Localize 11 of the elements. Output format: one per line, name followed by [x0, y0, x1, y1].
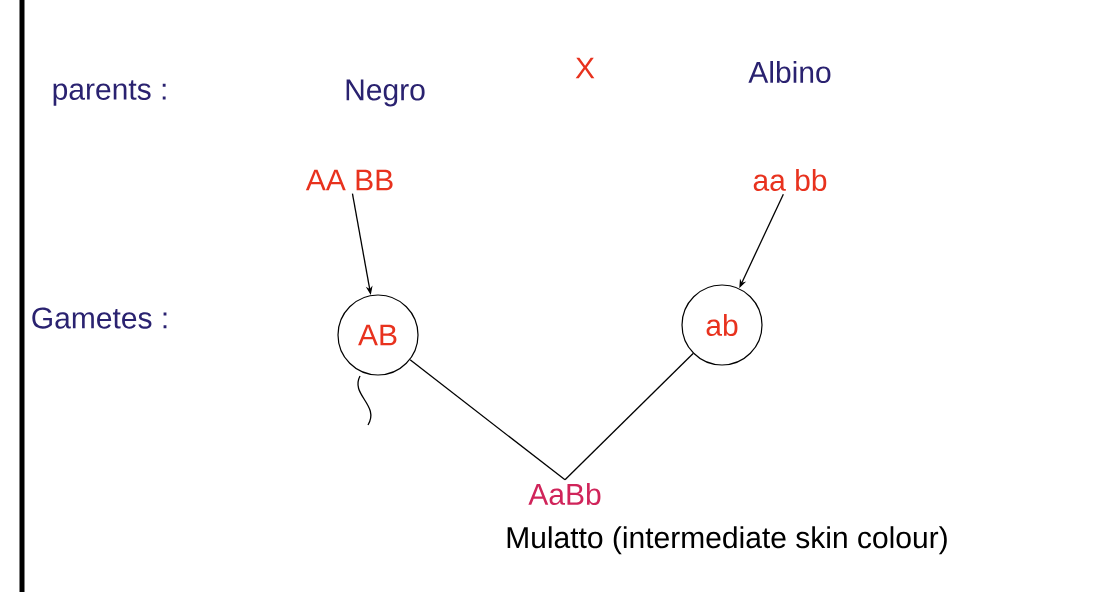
genotype-text: AaBb: [528, 483, 601, 506]
phenotype-text: Negro: [346, 79, 425, 107]
cross-sign: X: [575, 57, 595, 79]
phenotype-text: Albino: [748, 61, 831, 83]
note-text: Mulatto (intermediate skin colour): [507, 526, 947, 555]
genotype-text: aa bb: [753, 169, 827, 191]
connector-line: [409, 359, 566, 481]
row-label: Gametes :: [32, 307, 167, 329]
genotype-text: AA BB: [305, 169, 393, 191]
connector-line: [564, 352, 694, 481]
row-label: parents :: [53, 80, 166, 106]
